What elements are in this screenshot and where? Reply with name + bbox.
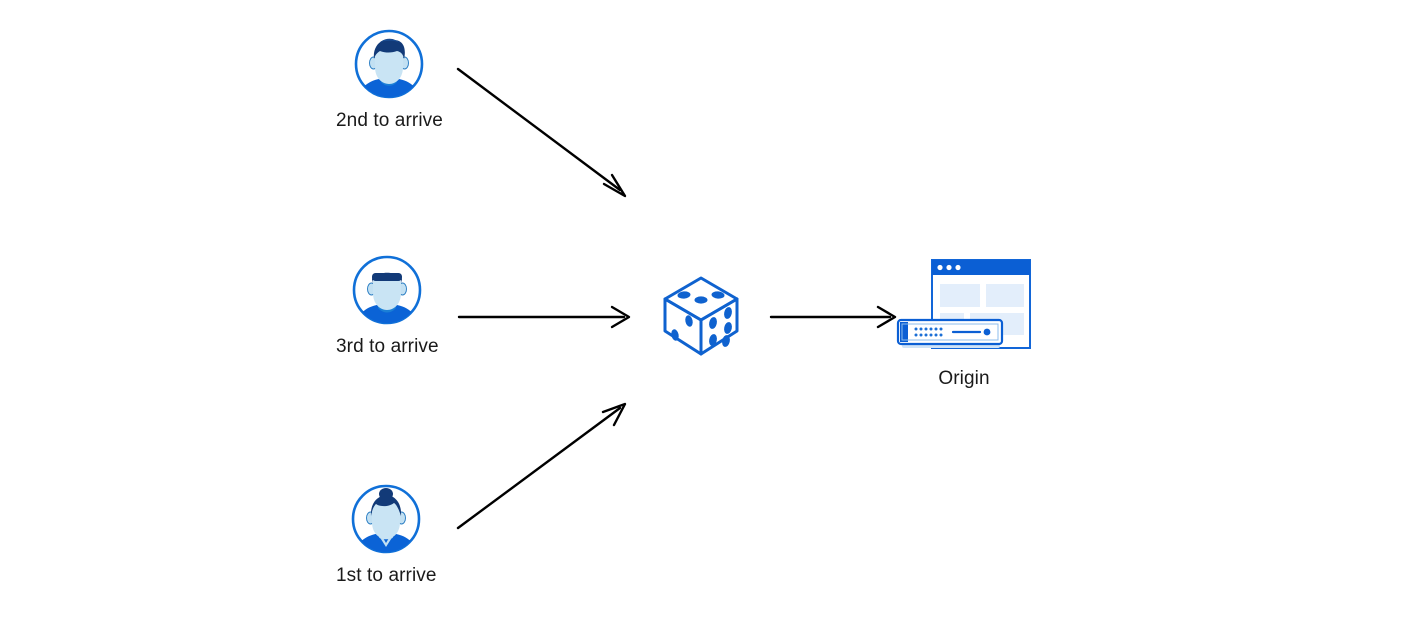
node-client-2nd[interactable]: 2nd to arrive: [336, 28, 443, 132]
router-device-icon: [896, 318, 1004, 348]
origin-server-icon: [896, 258, 1032, 358]
node-randomizer[interactable]: [658, 272, 744, 368]
user-avatar-icon: [353, 28, 425, 100]
edge-2nd-to-dice: [456, 67, 627, 198]
node-label-client-2nd: 2nd to arrive: [336, 110, 443, 131]
edge-3rd-to-dice: [457, 305, 631, 329]
user-avatar-icon: [350, 483, 422, 555]
node-client-3rd[interactable]: 3rd to arrive: [336, 254, 439, 358]
node-label-client-1st: 1st to arrive: [336, 565, 437, 586]
node-label-origin: Origin: [938, 368, 990, 389]
edge-dice-to-origin: [769, 305, 897, 329]
node-label-client-3rd: 3rd to arrive: [336, 336, 439, 357]
user-avatar-icon: [351, 254, 423, 326]
node-origin[interactable]: Origin: [896, 258, 1032, 390]
node-client-1st[interactable]: 1st to arrive: [336, 483, 437, 587]
edge-1st-to-dice: [456, 402, 627, 530]
dice-icon: [658, 272, 744, 358]
